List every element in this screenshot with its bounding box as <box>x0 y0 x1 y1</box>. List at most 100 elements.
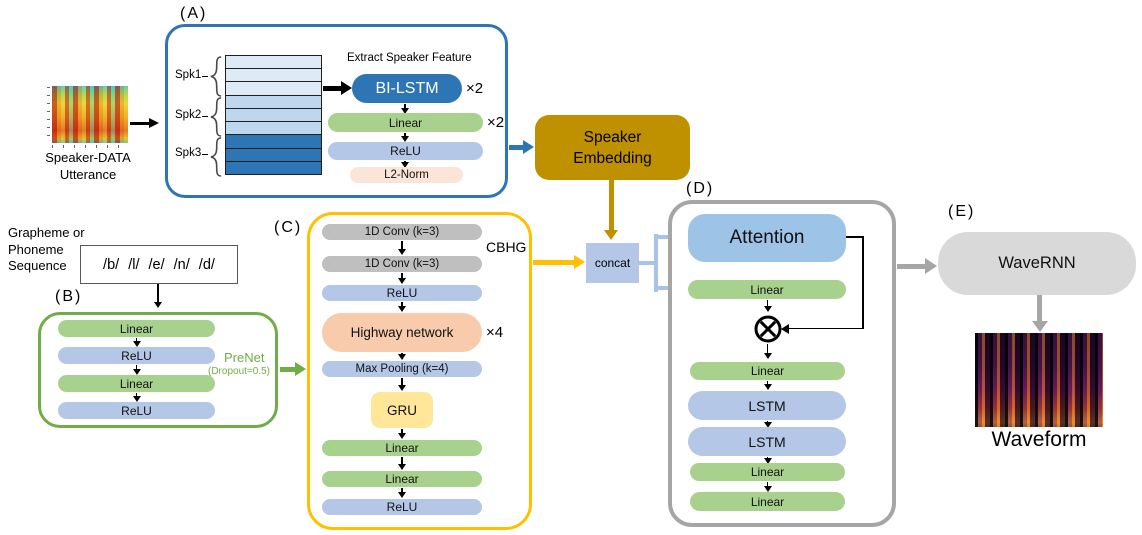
phoneme-to-b-arrow <box>157 284 159 302</box>
d-lstm1: LSTM <box>688 391 846 420</box>
b-to-c-arrow <box>280 366 295 372</box>
down-arrow <box>401 429 403 433</box>
relu-block-a: ReLU <box>328 142 483 160</box>
feedback-arrowhead <box>781 323 789 334</box>
concat-to-linear-arrow <box>656 286 677 290</box>
phoneme-sequence-box: /b/ /l/ /e/ /n/ /d/ <box>80 245 238 284</box>
c-relu1: ReLU <box>322 285 482 301</box>
feedback-line-right <box>862 236 864 328</box>
frame-row <box>226 148 321 162</box>
down-arrow <box>766 482 769 486</box>
section-a-label: (A) <box>180 5 208 22</box>
down-arrow <box>401 457 403 464</box>
feedback-line-bottom <box>789 327 864 329</box>
a-to-embedding-arrow <box>509 144 523 150</box>
frame-row <box>226 95 321 109</box>
wavernn-block: WaveRNN <box>938 232 1136 295</box>
speaker3-label: Spk3 <box>175 147 209 159</box>
prenet-label: PreNet <box>224 350 265 365</box>
b-linear2: Linear <box>58 375 215 392</box>
down-arrow <box>401 273 403 278</box>
stack-to-bilstm-arrow <box>323 85 341 91</box>
c-gru: GRU <box>371 392 433 428</box>
d-to-e-arrow <box>897 263 925 269</box>
down-arrow <box>404 104 406 108</box>
c-conv2: 1D Conv (k=3) <box>322 256 482 272</box>
c-to-concat-arrow <box>533 260 574 265</box>
down-arrow <box>401 488 403 492</box>
grapheme-line2: Phoneme <box>8 241 64 257</box>
dropout-label: (Dropout=0.5) <box>208 366 270 377</box>
speaker-embedding-line1: Speaker <box>583 128 642 146</box>
grapheme-label: Grapheme or Phoneme Sequence <box>8 225 85 275</box>
concat-connector-h <box>638 261 658 265</box>
d-linear-mid: Linear <box>690 362 845 380</box>
b-relu2: ReLU <box>58 402 215 419</box>
section-e-label: (E) <box>948 203 976 220</box>
b-linear1: Linear <box>58 320 215 337</box>
c-linear1: Linear <box>322 440 482 456</box>
bilstm-block: BI-LSTM <box>352 74 462 103</box>
input-to-a-arrow <box>130 122 149 125</box>
down-arrow <box>135 338 138 341</box>
cbhg-label: CBHG <box>486 239 527 255</box>
c-relu2: ReLU <box>322 499 482 515</box>
input-caption-line1: Speaker-DATA <box>45 150 131 165</box>
spectrogram-x-axis <box>52 145 128 148</box>
linear-mult: ×2 <box>487 114 505 131</box>
down-arrow <box>401 241 403 249</box>
down-arrow <box>766 300 769 306</box>
d-linear3: Linear <box>690 463 845 481</box>
frame-row <box>226 69 321 83</box>
l2norm-block: L2-Norm <box>350 167 463 183</box>
frame-row <box>226 56 321 70</box>
b-relu1: ReLU <box>58 347 215 364</box>
frame-row <box>226 122 321 136</box>
c-highway: Highway network <box>322 313 482 352</box>
bilstm-mult: ×2 <box>466 80 484 97</box>
concat-to-attention-arrow <box>656 235 677 239</box>
down-arrow <box>401 378 403 385</box>
down-arrow <box>404 133 406 136</box>
multiply-icon <box>754 315 782 343</box>
down-arrow <box>766 344 769 353</box>
section-a-box <box>165 24 508 198</box>
speaker1-label: Spk1 <box>175 69 209 81</box>
brace-spk3 <box>210 137 222 177</box>
output-spectrogram-image <box>975 333 1103 427</box>
frame-row <box>226 108 321 123</box>
down-arrow <box>135 365 138 369</box>
d-lstm2: LSTM <box>688 427 846 456</box>
frame-row <box>226 82 321 96</box>
linear-block-a: Linear <box>328 113 483 132</box>
d-linear4: Linear <box>690 492 845 511</box>
brace-spk2 <box>210 97 222 137</box>
input-caption-line2: Utterance <box>59 167 117 182</box>
brace-spk1 <box>210 56 222 97</box>
speaker-embedding-box: Speaker Embedding <box>535 115 690 180</box>
down-arrow <box>766 457 769 458</box>
speaker-embedding-line2: Embedding <box>573 149 652 167</box>
frame-row <box>226 135 321 149</box>
concat-box: concat <box>586 243 639 283</box>
down-arrow <box>401 302 403 306</box>
feedback-line-top <box>846 236 863 238</box>
input-spectrogram-image <box>52 86 128 143</box>
down-arrow <box>401 353 403 354</box>
concat-connector-v <box>654 234 658 292</box>
input-caption: Speaker-DATA Utterance <box>28 149 148 183</box>
extract-feature-title: Extract Speaker Feature <box>347 52 472 64</box>
grapheme-line3: Sequence <box>8 258 67 273</box>
frame-row <box>226 161 321 174</box>
spectrogram-y-axis <box>47 87 50 143</box>
waveform-caption: Waveform <box>991 428 1087 451</box>
c-linear2: Linear <box>322 471 482 487</box>
d-attention: Attention <box>688 214 846 262</box>
section-b-label: (B) <box>55 288 83 305</box>
down-arrow <box>135 393 138 396</box>
down-arrow <box>766 381 769 384</box>
wavernn-to-output-arrow <box>1037 295 1042 321</box>
down-arrow <box>404 160 406 162</box>
grapheme-line1: Grapheme or <box>8 225 85 240</box>
